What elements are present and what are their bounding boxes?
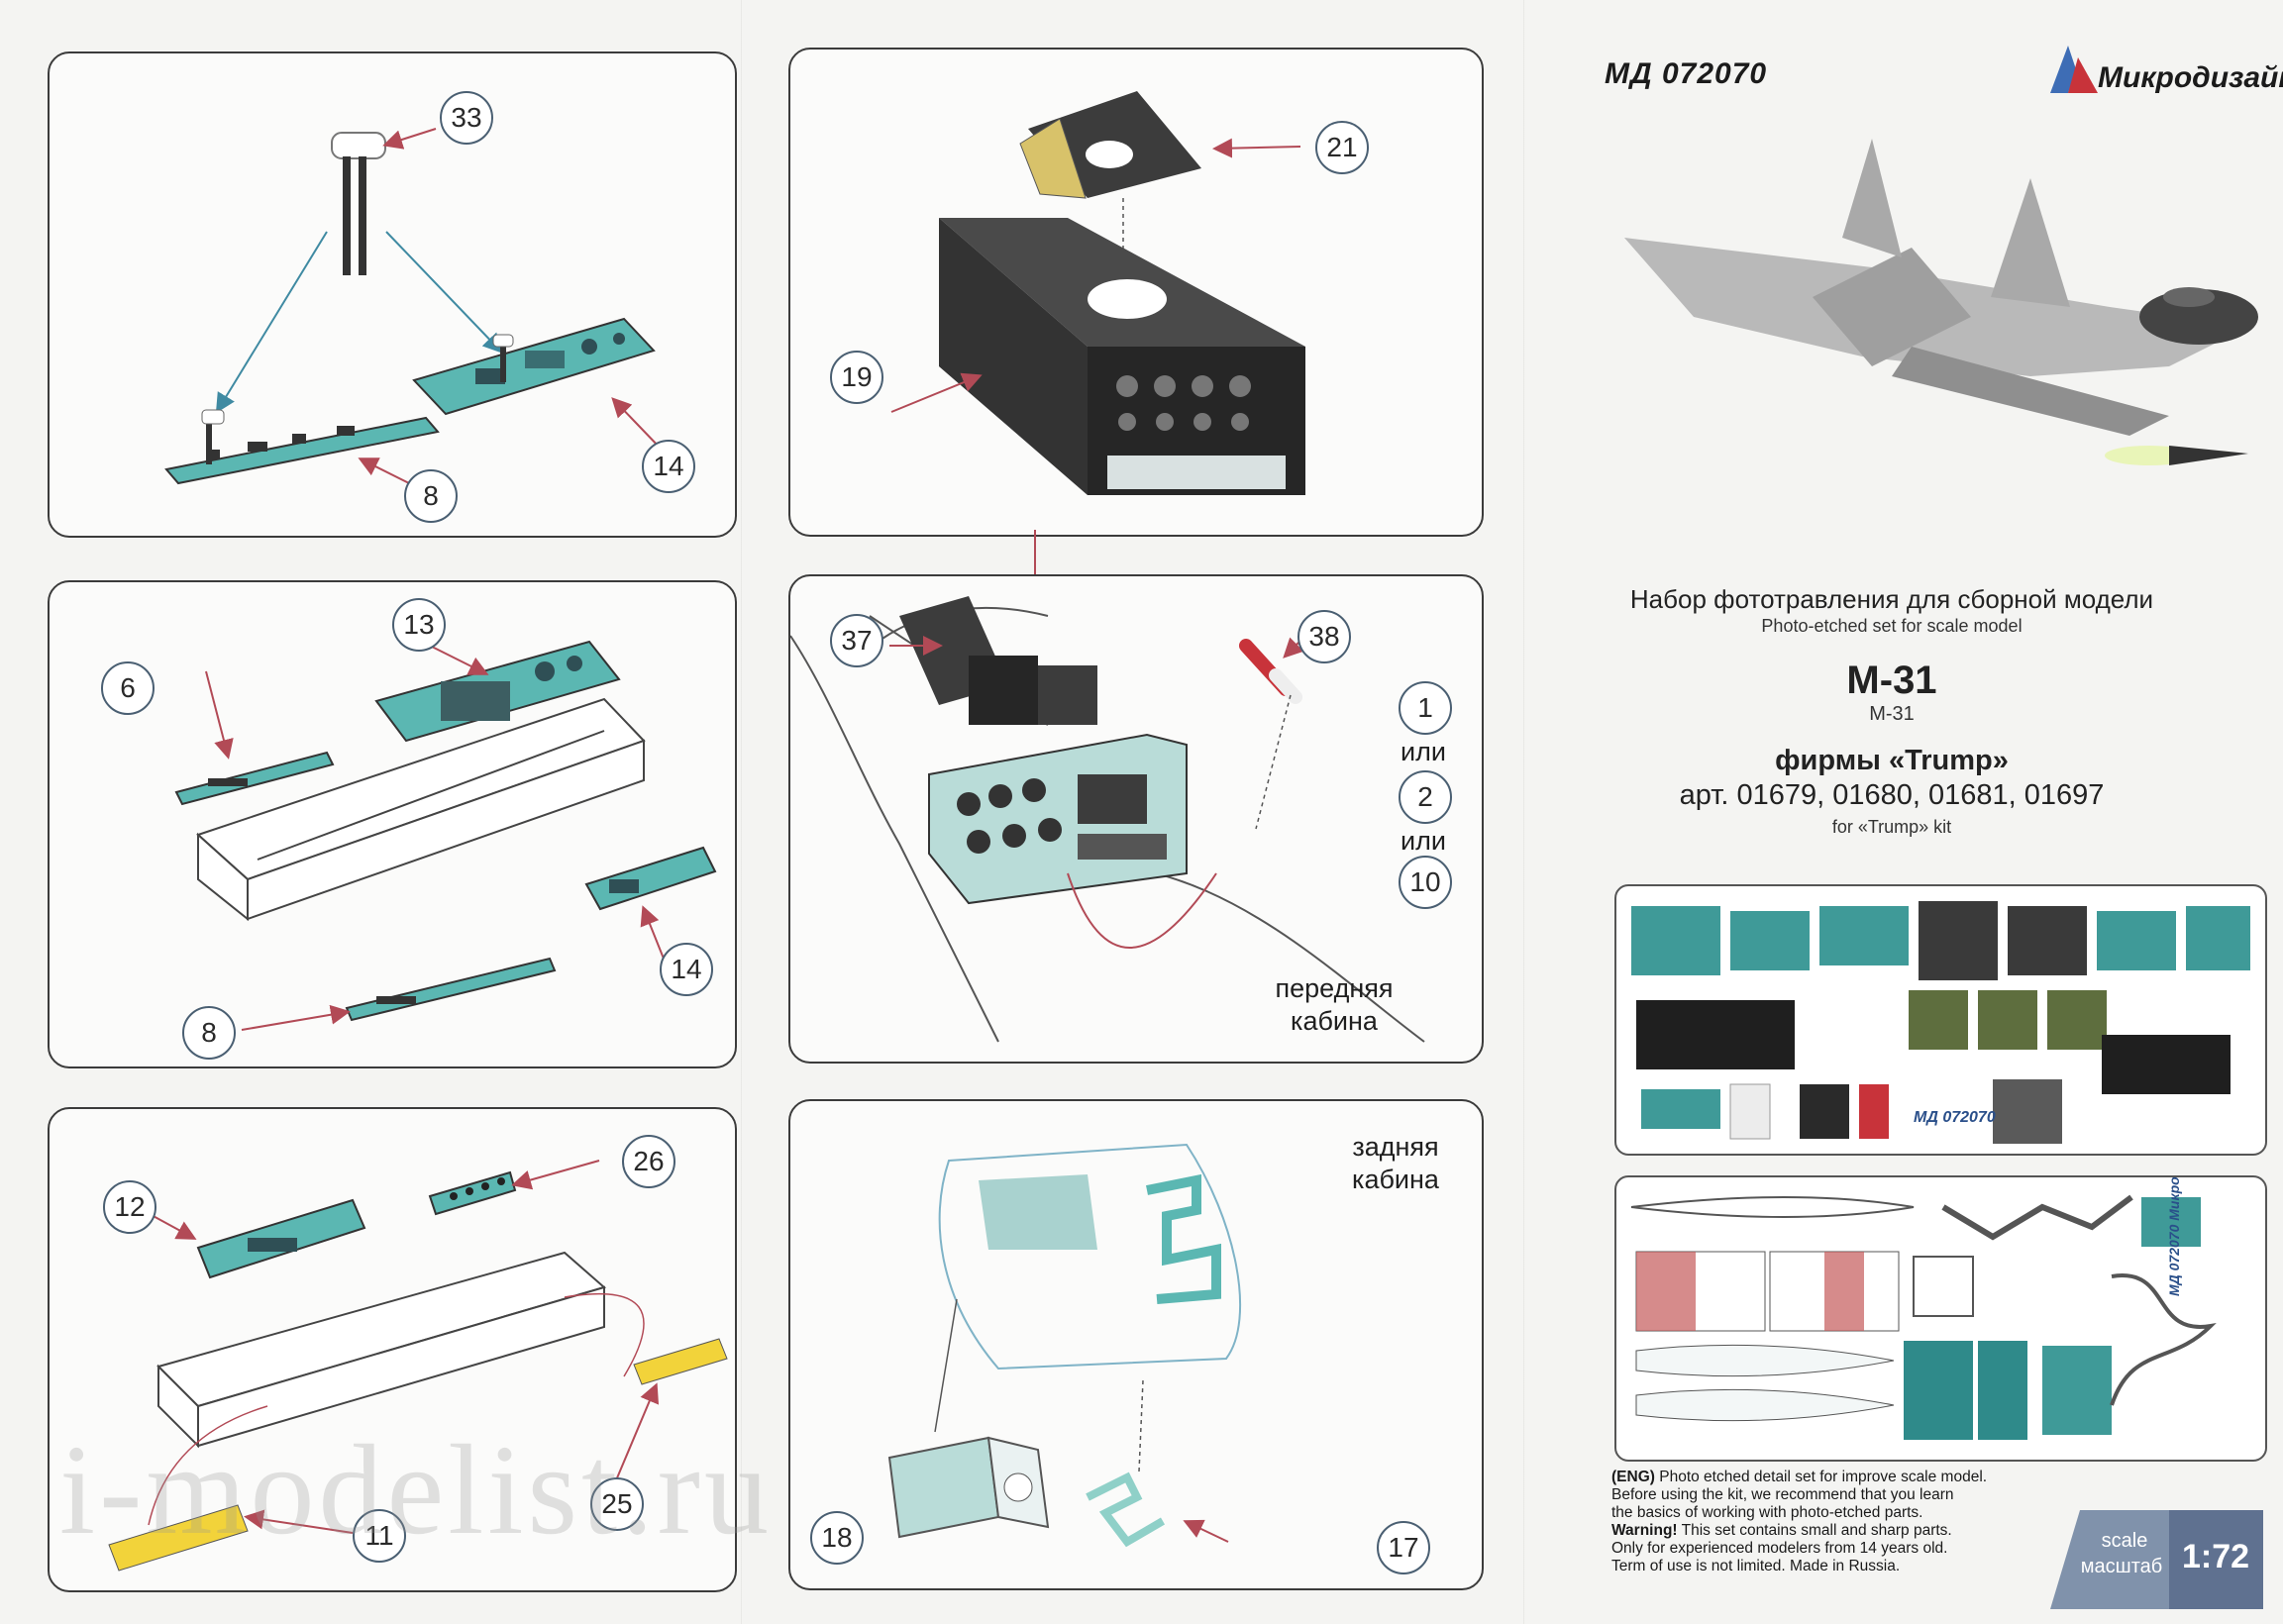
rear-tub-outline <box>156 1251 607 1449</box>
part-number-11: 11 <box>353 1509 406 1563</box>
or-text-2: или <box>1401 826 1446 856</box>
part-number-1: 1 <box>1399 681 1452 735</box>
part-19-console <box>939 218 1305 495</box>
watermark: i-modelist.ru <box>59 1419 773 1562</box>
panel-3-drawing <box>174 640 717 1031</box>
part-number-8: 8 <box>404 469 458 523</box>
for-kit-text: for «Trump» kit <box>1831 817 1952 837</box>
step-panel-2: 21 19 <box>788 48 1484 537</box>
part-number-13: 13 <box>392 598 446 652</box>
aircraft-illustration <box>1624 139 2258 465</box>
front-cockpit-label: передняя кабина <box>1275 973 1394 1036</box>
fret-2-code: МД 072070 Микродизайн <box>2166 1175 2182 1296</box>
brand-logo-icon <box>2050 46 2098 93</box>
product-code: МД 072070 <box>1605 57 1768 90</box>
part-number-26: 26 <box>622 1135 675 1188</box>
manufacturer: фирмы «Trump» <box>1775 745 2009 776</box>
usage-notes: (ENG) Photo etched detail set for improv… <box>1611 1469 2037 1575</box>
pe-fret-sheet-1: МД 072070 <box>1614 884 2267 1156</box>
part-number-14: 14 <box>660 943 713 996</box>
model-name-ru: М-31 <box>1846 659 1937 702</box>
part-number-8: 8 <box>182 1006 236 1060</box>
console-top <box>899 596 1097 725</box>
part-14-panel <box>412 317 656 416</box>
part-number-25: 25 <box>590 1477 644 1531</box>
step-panel-1: 33 14 8 <box>48 51 737 538</box>
part-number-2: 2 <box>1399 770 1452 824</box>
part-17-frame <box>1086 1472 1166 1548</box>
rear-cockpit-label: задняя кабина <box>1352 1132 1439 1194</box>
part-13-panel <box>374 640 621 743</box>
part-number-12: 12 <box>103 1180 156 1234</box>
part-number-21: 21 <box>1315 121 1369 174</box>
rear-panel-outline <box>938 1143 1242 1370</box>
part-number-38: 38 <box>1297 610 1351 663</box>
set-title-en: Photo-etched set for scale model <box>1761 616 2023 636</box>
part-number-14: 14 <box>642 440 695 493</box>
part-25-yellow <box>633 1338 728 1385</box>
scale-badge: scale масштаб 1:72 <box>2050 1510 2263 1609</box>
part-number-37: 37 <box>830 614 883 667</box>
part-38-lever <box>1239 639 1302 704</box>
part-8-strip <box>164 409 440 485</box>
or-text-1: или <box>1401 737 1446 766</box>
pe-fret-sheet-2: МД 072070 Микродизайн <box>1614 1175 2267 1462</box>
fold-line-left <box>741 0 743 1624</box>
part-6-strip <box>174 751 335 806</box>
panel-6-drawing <box>887 1143 1242 1548</box>
part-14-panel-b <box>584 846 717 911</box>
tub-outline <box>196 697 646 922</box>
model-name-en: M-31 <box>1869 703 1915 725</box>
panel-5-drawing <box>108 1160 728 1572</box>
part-8-strip-b <box>345 957 557 1022</box>
notes-line-2: Before using the kit, we recommend that … <box>1611 1486 1954 1503</box>
step-panel-5: 26 12 25 11 <box>48 1107 737 1592</box>
notes-line-6: Term of use is not limited. Made in Russ… <box>1611 1558 1901 1574</box>
part-number-6: 6 <box>101 661 155 715</box>
part-26-panel <box>428 1170 517 1216</box>
step-panel-3: 13 6 14 8 <box>48 580 737 1068</box>
part-21-seat-back <box>1019 91 1201 199</box>
instrument-panel <box>928 733 1188 905</box>
step-panel-6: задняя кабина 18 17 <box>788 1099 1484 1590</box>
scale-label-ru: масштаб <box>2080 1556 2163 1577</box>
part-number-33: 33 <box>440 91 493 145</box>
fret-1-code: МД 072070 <box>1914 1109 1996 1126</box>
panel-2-drawing <box>890 91 1305 495</box>
part-18-box <box>887 1436 1050 1539</box>
part-33-handles <box>331 132 386 275</box>
scale-value: 1:72 <box>2181 1538 2250 1575</box>
notes-line-1: (ENG) Photo etched detail set for improv… <box>1611 1469 1988 1485</box>
fret-1-drawing <box>1631 901 2250 1144</box>
set-title-ru: Набор фототравления для сборной модели <box>1629 584 2154 614</box>
brand-name: Микродизайн <box>2098 61 2283 94</box>
part-number-10: 10 <box>1399 856 1452 909</box>
fold-line-right <box>1523 0 1525 1624</box>
kit-articles: арт. 01679, 01680, 01681, 01697 <box>1679 779 2105 811</box>
scale-label-en: scale <box>2101 1530 2148 1552</box>
fret-2-drawing <box>1630 1194 2217 1440</box>
part-11-yellow <box>108 1504 249 1572</box>
step-panel-4: 37 38 1 или 2 или 10 передняя кабина <box>788 574 1484 1064</box>
panel-1-drawing <box>164 128 663 490</box>
part-12-panel <box>196 1198 366 1279</box>
notes-line-5: Only for experienced modelers from 14 ye… <box>1611 1540 1948 1557</box>
notes-line-4: Warning! This set contains small and sha… <box>1611 1522 1952 1539</box>
part-number-19: 19 <box>830 351 883 404</box>
part-number-17: 17 <box>1377 1521 1430 1574</box>
part-number-18: 18 <box>810 1511 864 1565</box>
notes-line-3: the basics of working with photo-etched … <box>1611 1504 1923 1521</box>
